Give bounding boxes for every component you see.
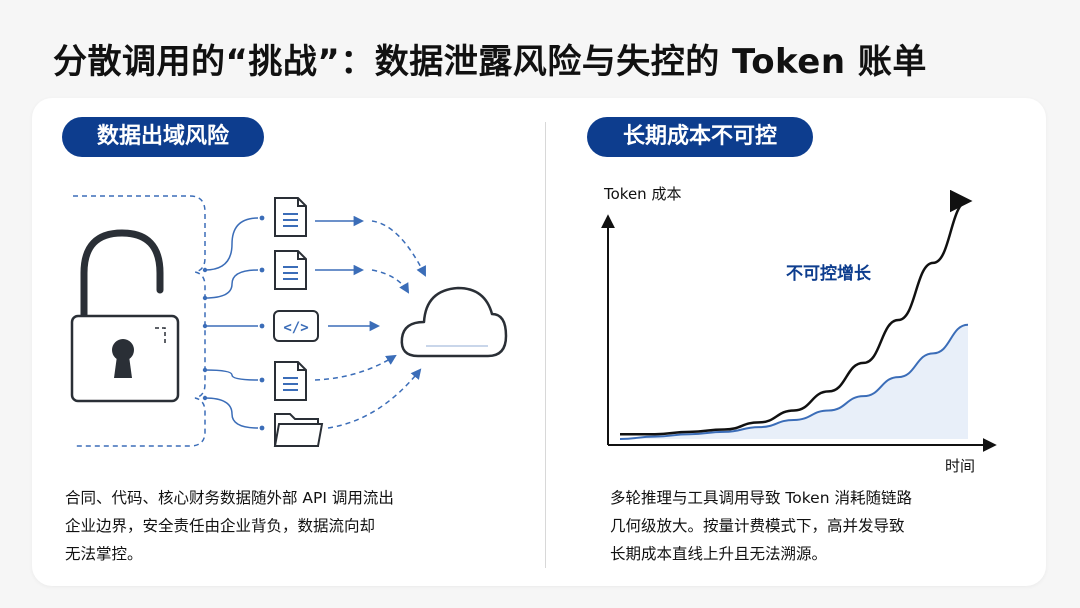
cloud-icon bbox=[400, 286, 508, 358]
left-heading: 数据出域风险 bbox=[62, 117, 264, 157]
svg-text:</>: </> bbox=[283, 320, 308, 336]
document-icon bbox=[274, 361, 307, 401]
folder-icon bbox=[273, 413, 324, 447]
data-flow-diagram: </> bbox=[70, 195, 508, 447]
series-line-0 bbox=[620, 189, 973, 436]
y-axis-label: Token 成本 bbox=[603, 185, 681, 203]
series-line-1 bbox=[619, 323, 969, 440]
column-divider bbox=[545, 122, 546, 568]
page-title: 分散调用的“挑战”：数据泄露风险与失控的 Token 账单 bbox=[53, 42, 927, 82]
right-heading: 长期成本不可控 bbox=[587, 117, 813, 157]
chart-annotation: 不可控增长 bbox=[786, 263, 872, 284]
content-card bbox=[32, 98, 1046, 586]
left-description: 合同、代码、核心财务数据随外部 API 调用流出 企业边界，安全责任由企业背负，… bbox=[65, 489, 394, 563]
right-description: 多轮推理与工具调用导致 Token 消耗随链路 几何级放大。按量计费模式下，高并… bbox=[610, 489, 912, 563]
unlocked-padlock-icon bbox=[70, 229, 180, 403]
x-axis-label: 时间 bbox=[945, 457, 975, 475]
series-area-1 bbox=[620, 324, 968, 439]
cost-growth-chart: Token 成本 时间 不可控增长 bbox=[601, 185, 997, 475]
code-icon: </> bbox=[273, 310, 319, 342]
document-icon bbox=[274, 250, 307, 290]
boundary-line bbox=[73, 195, 206, 447]
document-icon bbox=[274, 197, 307, 237]
